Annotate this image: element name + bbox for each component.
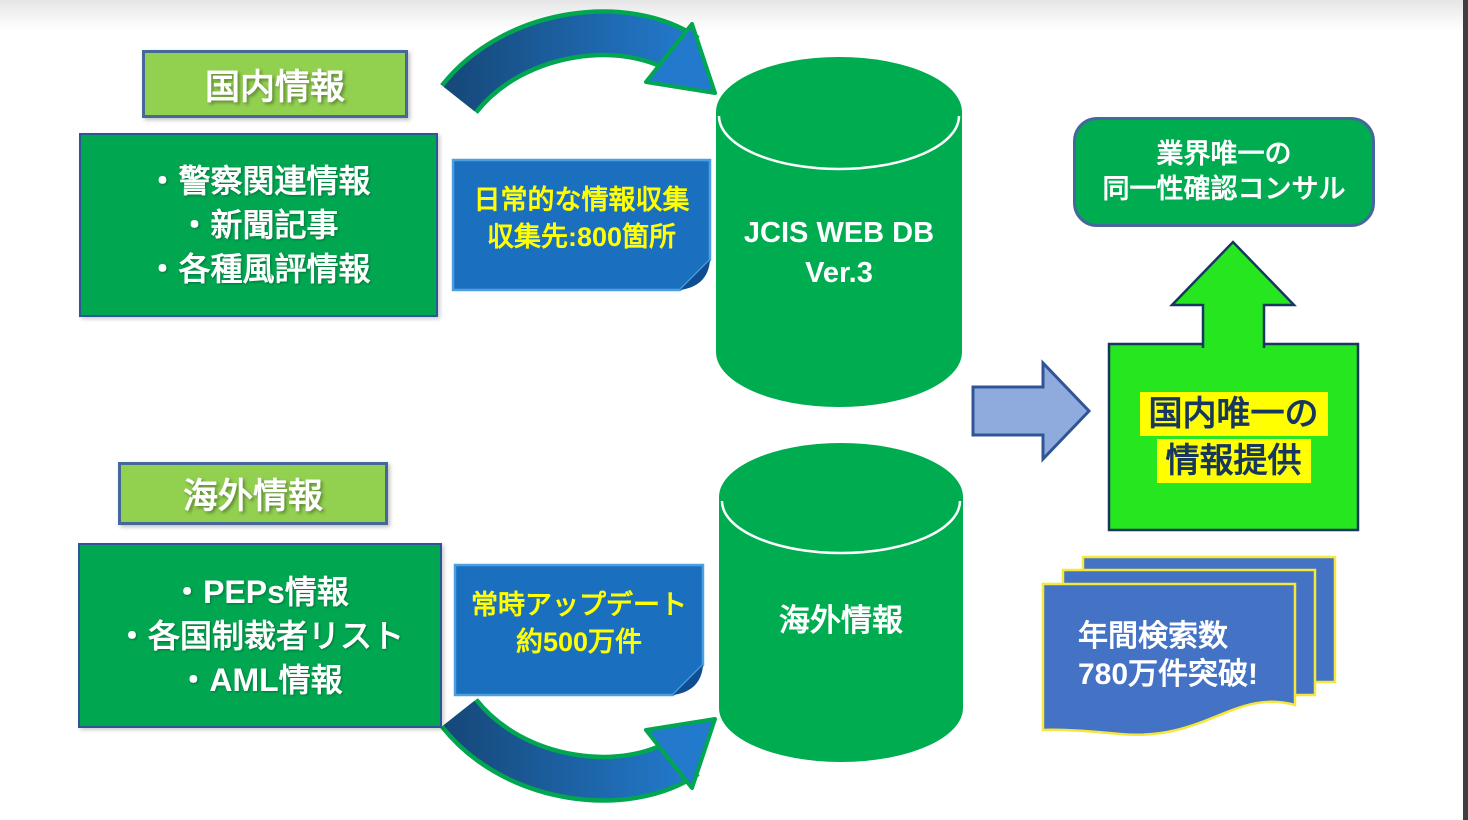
curved-arrow-top [440, 9, 717, 115]
db-cylinder-main [716, 57, 962, 407]
consulting-line: 同一性確認コンサル [1102, 174, 1346, 204]
domestic-sources-box: ・警察関連情報 ・新聞記事 ・各種風評情報 [79, 133, 438, 317]
source-line: ・警察関連情報 [146, 163, 371, 199]
curved-arrow-bottom [440, 697, 717, 803]
overseas-label-text: 海外情報 [182, 477, 323, 516]
stats-line: 780万件突破! [1078, 658, 1259, 691]
unique-offer-shape [1107, 240, 1360, 532]
source-line: ・各種風評情報 [146, 251, 371, 287]
db-title-line: JCIS WEB DB [743, 217, 935, 249]
unique-offer-box: 国内唯一の 情報提供 [1109, 344, 1358, 530]
note-line: 収集先:800箇所 [486, 222, 677, 252]
source-line: ・新聞記事 [178, 207, 339, 243]
overseas-sources-box: ・PEPs情報 ・各国制裁者リスト ・AML情報 [78, 543, 442, 728]
note-shape-domestic [451, 158, 712, 292]
domestic-label: 国内情報 [142, 50, 408, 118]
note-line: 常時アップデート [471, 590, 687, 620]
db-overseas-title-line: 海外情報 [779, 603, 903, 638]
source-line: ・各国制裁者リスト [115, 617, 404, 654]
note-line: 日常的な情報収集 [473, 185, 690, 215]
up-arrow [1169, 240, 1297, 348]
stats-line: 年間検索数 [1078, 620, 1228, 653]
domestic-label-text: 国内情報 [204, 67, 345, 107]
note-shape-overseas [453, 563, 705, 697]
overseas-label: 海外情報 [118, 462, 388, 525]
source-line: ・AML情報 [177, 661, 343, 698]
highlight-line: 情報提供 [1156, 438, 1311, 483]
consulting-line: 業界唯一の [1156, 139, 1292, 169]
source-line: ・PEPs情報 [171, 573, 349, 610]
stats-text: 年間検索数 780万件突破! [1078, 618, 1258, 694]
consulting-box: 業界唯一の 同一性確認コンサル [1073, 117, 1375, 227]
note-line: 約500万件 [515, 627, 643, 657]
stats-papers [1041, 555, 1337, 737]
flow-arrow-right [971, 359, 1092, 463]
window-edge [1463, 0, 1468, 820]
domestic-note: 日常的な情報収集 収集先:800箇所 [453, 160, 710, 290]
top-fade-band [0, 0, 1468, 30]
db-overseas-title: 海外情報 [719, 601, 963, 641]
db-title-line: Ver.3 [805, 257, 873, 289]
highlight-line: 国内唯一の [1139, 391, 1328, 436]
overseas-note: 常時アップデート 約500万件 [455, 565, 703, 695]
db-title: JCIS WEB DB Ver.3 [716, 213, 962, 293]
db-cylinder-overseas [719, 443, 963, 762]
